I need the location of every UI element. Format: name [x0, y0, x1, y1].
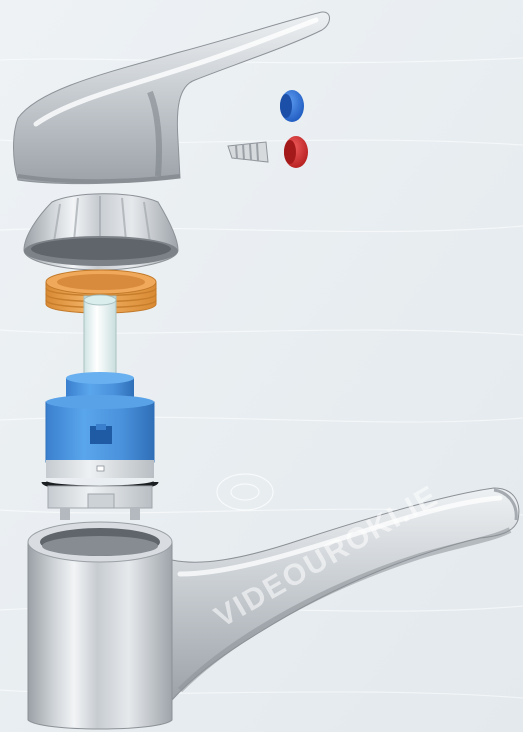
faucet-body	[28, 522, 172, 729]
red-indicator-cap	[284, 136, 308, 168]
cartridge-stem	[84, 295, 116, 382]
blue-indicator-cap	[280, 90, 304, 122]
